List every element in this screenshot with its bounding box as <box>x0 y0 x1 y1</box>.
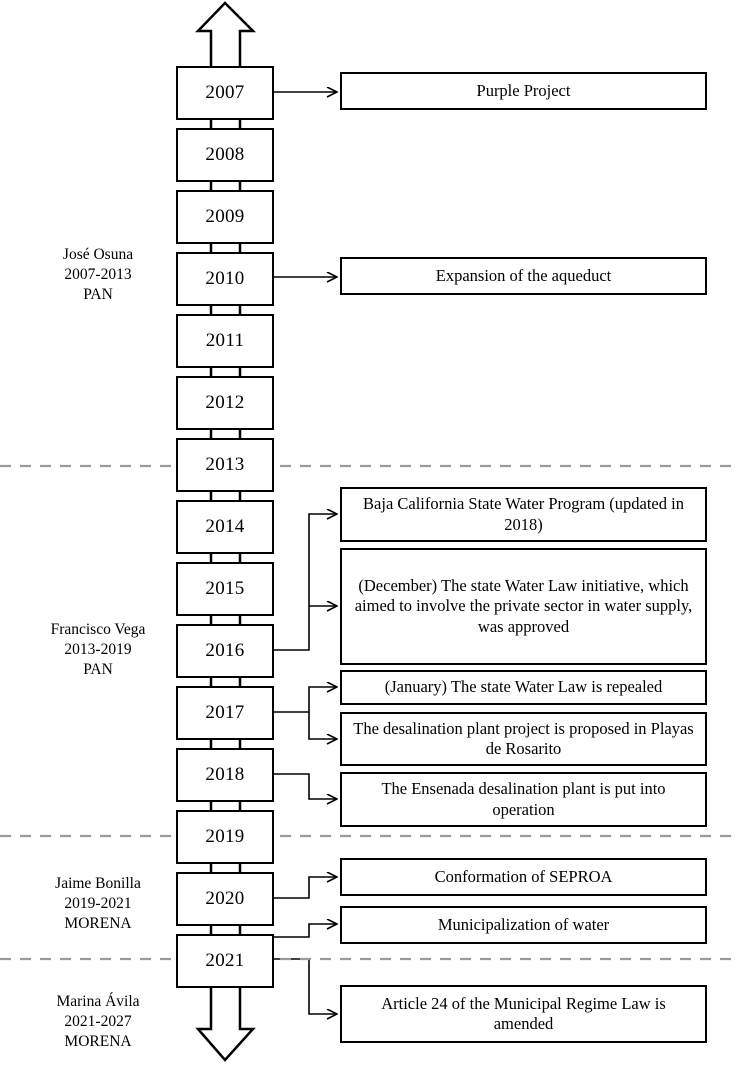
year-box-2016[interactable]: 2016 <box>176 624 274 678</box>
event-box-rosarito-desalination[interactable]: The desalination plant project is propos… <box>340 712 707 766</box>
event-box-water-law-repealed[interactable]: (January) The state Water Law is repeale… <box>340 670 707 705</box>
year-box-2021[interactable]: 2021 <box>176 934 274 988</box>
year-box-2013[interactable]: 2013 <box>176 438 274 492</box>
event-box-state-water-program[interactable]: Baja California State Water Program (upd… <box>340 487 707 542</box>
governor-label-jose-osuna: José Osuna 2007-2013 PAN <box>62 246 134 304</box>
event-box-water-law-initiative[interactable]: (December) The state Water Law initiativ… <box>340 548 707 665</box>
year-box-2020[interactable]: 2020 <box>176 872 274 926</box>
connector-2021-article24 <box>274 958 336 1014</box>
year-box-2008[interactable]: 2008 <box>176 128 274 182</box>
event-box-aqueduct-expansion[interactable]: Expansion of the aqueduct <box>340 257 707 295</box>
year-box-2009[interactable]: 2009 <box>176 190 274 244</box>
year-box-2012[interactable]: 2012 <box>176 376 274 430</box>
connector-2020-events <box>274 877 336 938</box>
year-box-2007[interactable]: 2007 <box>176 66 274 120</box>
event-box-purple-project[interactable]: Purple Project <box>340 72 707 110</box>
event-box-seproa[interactable]: Conformation of SEPROA <box>340 858 707 896</box>
year-box-2018[interactable]: 2018 <box>176 748 274 802</box>
year-box-2014[interactable]: 2014 <box>176 500 274 554</box>
governor-label-jaime-bonilla: Jaime Bonilla 2019-2021 MORENA <box>55 875 141 933</box>
timeline-bottom-arrow <box>195 980 256 1062</box>
event-box-article-24[interactable]: Article 24 of the Municipal Regime Law i… <box>340 985 707 1043</box>
timeline-top-arrow <box>195 1 257 72</box>
year-box-2010[interactable]: 2010 <box>176 252 274 306</box>
governor-label-francisco-vega: Francisco Vega 2013-2019 PAN <box>50 621 146 679</box>
connector-2018-ensenada <box>274 773 336 799</box>
year-box-2011[interactable]: 2011 <box>176 314 274 368</box>
year-box-2019[interactable]: 2019 <box>176 810 274 864</box>
year-box-2015[interactable]: 2015 <box>176 562 274 616</box>
governor-label-marina-avila: Marina Ávila 2021-2027 MORENA <box>56 993 140 1051</box>
connector-2016-events <box>274 514 336 651</box>
event-box-municipalization[interactable]: Municipalization of water <box>340 906 707 944</box>
connector-2017-events <box>274 687 336 739</box>
event-box-ensenada-desalination[interactable]: The Ensenada desalination plant is put i… <box>340 772 707 827</box>
year-box-2017[interactable]: 2017 <box>176 686 274 740</box>
